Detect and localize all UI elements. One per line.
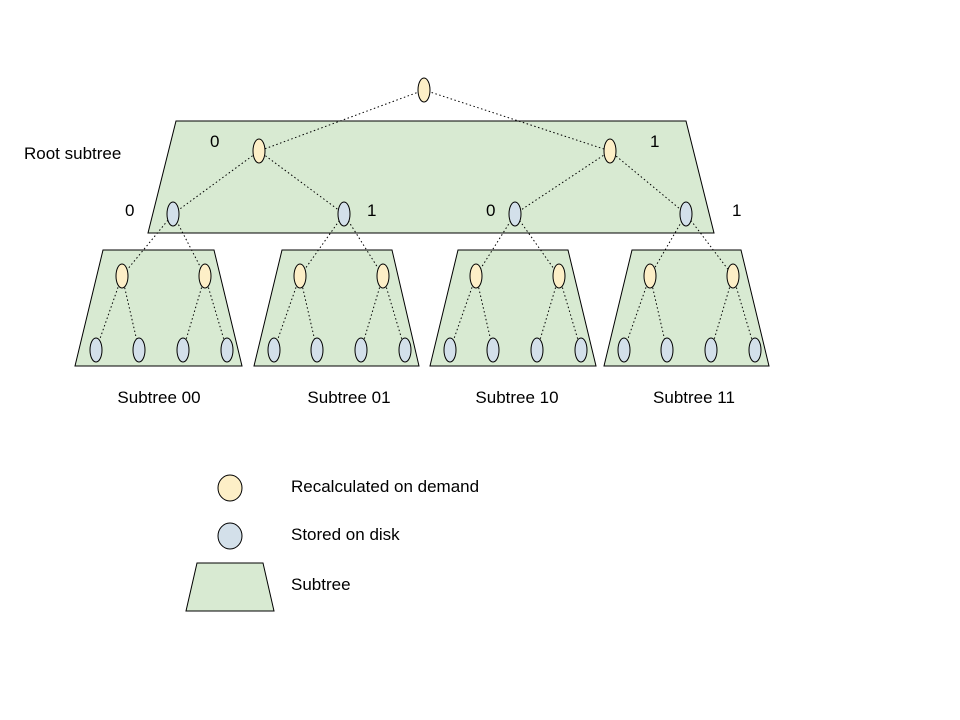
root-subtree-leaf-node-3 bbox=[679, 201, 693, 227]
subtree-2-leaf-node-3 bbox=[574, 337, 588, 363]
subtree-1-leaf-node-2 bbox=[354, 337, 368, 363]
branch-label-root-right: 1 bbox=[650, 132, 659, 151]
branch-label-level2-left-left: 0 bbox=[125, 201, 134, 220]
subtree-1-inner-node-1 bbox=[376, 263, 390, 289]
subtree-2-leaf-node-1 bbox=[486, 337, 500, 363]
subtree-3-leaf-node-3 bbox=[748, 337, 762, 363]
branch-label-root-left: 0 bbox=[210, 132, 219, 151]
subtree-00-label: Subtree 00 bbox=[117, 388, 200, 407]
legend-subtree-swatch bbox=[185, 562, 275, 612]
tree-nodes bbox=[89, 77, 762, 363]
subtree-0-inner-node-0 bbox=[115, 263, 129, 289]
root-subtree-leaf-node-0 bbox=[166, 201, 180, 227]
subtree-10-label: Subtree 10 bbox=[475, 388, 558, 407]
legend: Recalculated on demand Stored on disk Su… bbox=[185, 474, 479, 612]
subtree-3-leaf-node-0 bbox=[617, 337, 631, 363]
root-subtree-shape bbox=[147, 120, 715, 234]
root-subtree-inner-node-0 bbox=[252, 138, 266, 164]
root-subtree-inner-node-1 bbox=[603, 138, 617, 164]
legend-subtree-label: Subtree bbox=[291, 575, 351, 594]
subtree-0-leaf-node-2 bbox=[176, 337, 190, 363]
subtree-0-leaf-node-0 bbox=[89, 337, 103, 363]
edge-subtree-3-leaf-2 bbox=[710, 275, 734, 351]
edge-subtree-2-leaf-3 bbox=[558, 275, 582, 351]
legend-recalculated-swatch bbox=[217, 474, 243, 502]
edge-subtree-0-leaf-2 bbox=[182, 275, 206, 351]
edge-subtree-3-leaf-3 bbox=[732, 275, 756, 351]
branch-label-level2-right-right: 1 bbox=[732, 201, 741, 220]
subtree-3-inner-node-0 bbox=[643, 263, 657, 289]
edge-subtree-0-leaf-3 bbox=[204, 275, 228, 351]
edge-subtree-0-leaf-1 bbox=[121, 275, 140, 351]
edge-subtree-2-root-right bbox=[514, 213, 560, 277]
edge-subtree-1-root-left bbox=[299, 213, 345, 277]
subtree-01-label: Subtree 01 bbox=[307, 388, 390, 407]
edge-subtree-1-leaf-2 bbox=[360, 275, 384, 351]
subtree-3-leaf-node-1 bbox=[660, 337, 674, 363]
subtree-11-label: Subtree 11 bbox=[653, 388, 735, 407]
edge-subtree-3-leaf-1 bbox=[649, 275, 668, 351]
branch-label-level2-right-left: 0 bbox=[486, 201, 495, 220]
edge-subtree-1-root-right bbox=[343, 213, 384, 277]
edge-subtree-2-root-left bbox=[475, 213, 516, 277]
root-node bbox=[417, 77, 431, 103]
edge-subtree-3-leaf-0 bbox=[623, 275, 651, 351]
edge-subtree-1-leaf-0 bbox=[273, 275, 301, 351]
edge-subtree-3-root-right bbox=[685, 213, 734, 277]
subtree-2-leaf-node-2 bbox=[530, 337, 544, 363]
subtree-1-inner-node-0 bbox=[293, 263, 307, 289]
root-subtree-label: Root subtree bbox=[24, 144, 121, 163]
subtree-1-leaf-node-3 bbox=[398, 337, 412, 363]
branch-label-level2-left-right: 1 bbox=[367, 201, 376, 220]
subtree-2-inner-node-0 bbox=[469, 263, 483, 289]
edge-subtree-1-leaf-3 bbox=[382, 275, 406, 351]
edge-subtree-0-root-left bbox=[121, 213, 174, 277]
legend-recalculated-label: Recalculated on demand bbox=[291, 477, 479, 496]
edge-root-left bbox=[258, 89, 425, 152]
edge-l1-1-l2-2 bbox=[514, 150, 611, 215]
subtree-0-inner-node-1 bbox=[198, 263, 212, 289]
edge-l1-1-l2-3 bbox=[609, 150, 687, 215]
edge-subtree-2-leaf-1 bbox=[475, 275, 494, 351]
edge-root-right bbox=[423, 89, 611, 152]
edge-l1-0-l2-0 bbox=[172, 150, 260, 215]
subtree-1-leaf-node-1 bbox=[310, 337, 324, 363]
subtree-0-leaf-node-3 bbox=[220, 337, 234, 363]
edge-l1-0-l2-1 bbox=[258, 150, 345, 215]
legend-stored-label: Stored on disk bbox=[291, 525, 400, 544]
subtree-2-leaf-node-0 bbox=[443, 337, 457, 363]
edge-subtree-0-leaf-0 bbox=[95, 275, 123, 351]
legend-stored-swatch bbox=[217, 522, 243, 550]
edge-subtree-2-leaf-0 bbox=[449, 275, 477, 351]
tree-edges bbox=[95, 89, 756, 351]
subtree-3-leaf-node-2 bbox=[704, 337, 718, 363]
edge-subtree-1-leaf-1 bbox=[299, 275, 318, 351]
edge-subtree-2-leaf-2 bbox=[536, 275, 560, 351]
root-subtree-leaf-node-1 bbox=[337, 201, 351, 227]
subtree-2-inner-node-1 bbox=[552, 263, 566, 289]
subtree-0-leaf-node-1 bbox=[132, 337, 146, 363]
subtree-3-inner-node-1 bbox=[726, 263, 740, 289]
root-subtree-leaf-node-2 bbox=[508, 201, 522, 227]
subtree-1-leaf-node-0 bbox=[267, 337, 281, 363]
